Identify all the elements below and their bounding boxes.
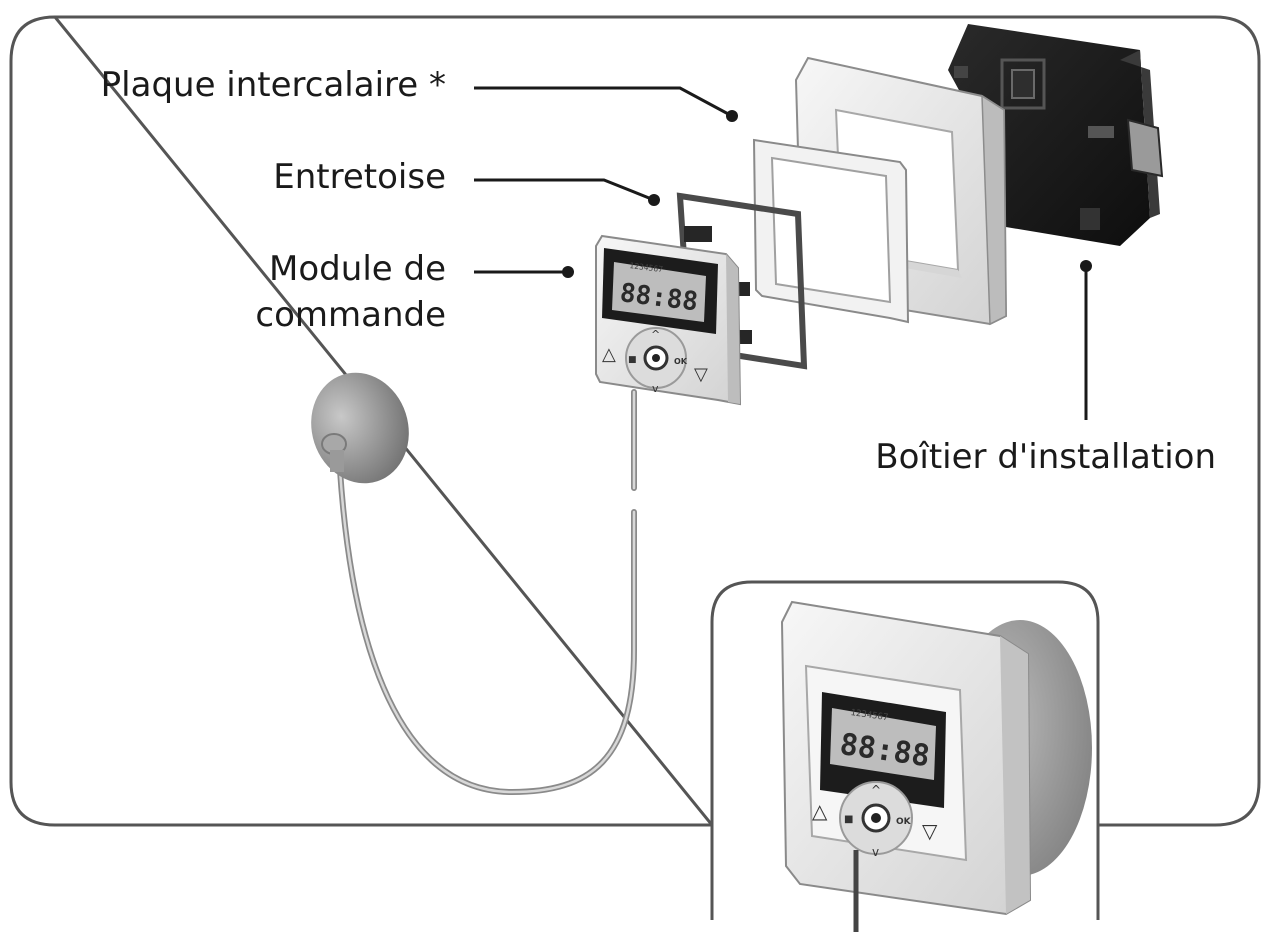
label-entretoise: Entretoise: [273, 157, 446, 197]
assembled-inset: 88:88 1234567 △ ▽ ■ OK ^ v: [710, 580, 1100, 932]
module-lcd-days: 1234567: [629, 261, 664, 274]
module-key-nav-down[interactable]: v: [652, 382, 659, 395]
label-module-line1: Module de: [269, 249, 446, 289]
module-key-ok[interactable]: OK: [674, 357, 688, 366]
control-module: 88:88 1234567 △ ▽ ■ OK ^ v: [595, 234, 742, 406]
module-key-nav-up[interactable]: ^: [651, 328, 660, 341]
module-key-stop[interactable]: ■: [628, 355, 637, 365]
sensor-disc: [311, 372, 409, 484]
label-plaque-intercalaire: Plaque intercalaire *: [101, 65, 446, 105]
leader-boitier: [1080, 260, 1092, 420]
module-key-down[interactable]: ▽: [694, 364, 708, 385]
inset-key-nav-up[interactable]: ^: [871, 783, 881, 797]
leader-module: [474, 266, 574, 278]
inset-key-ok[interactable]: OK: [896, 817, 912, 827]
inset-key-stop[interactable]: ■: [844, 814, 853, 825]
inset-key-up[interactable]: △: [812, 799, 828, 823]
spacer-frame: [752, 138, 910, 324]
label-module-line2: commande: [255, 295, 446, 335]
remote-sensor: [311, 372, 637, 796]
main-frame: [9, 15, 1261, 827]
leader-plaque: [474, 86, 738, 122]
leader-entretoise: [474, 178, 660, 206]
inset-key-nav-down[interactable]: v: [872, 845, 879, 859]
label-boitier-installation: Boîtier d'installation: [875, 437, 1216, 477]
module-key-up[interactable]: △: [602, 344, 616, 365]
inset-key-down[interactable]: ▽: [922, 819, 938, 843]
